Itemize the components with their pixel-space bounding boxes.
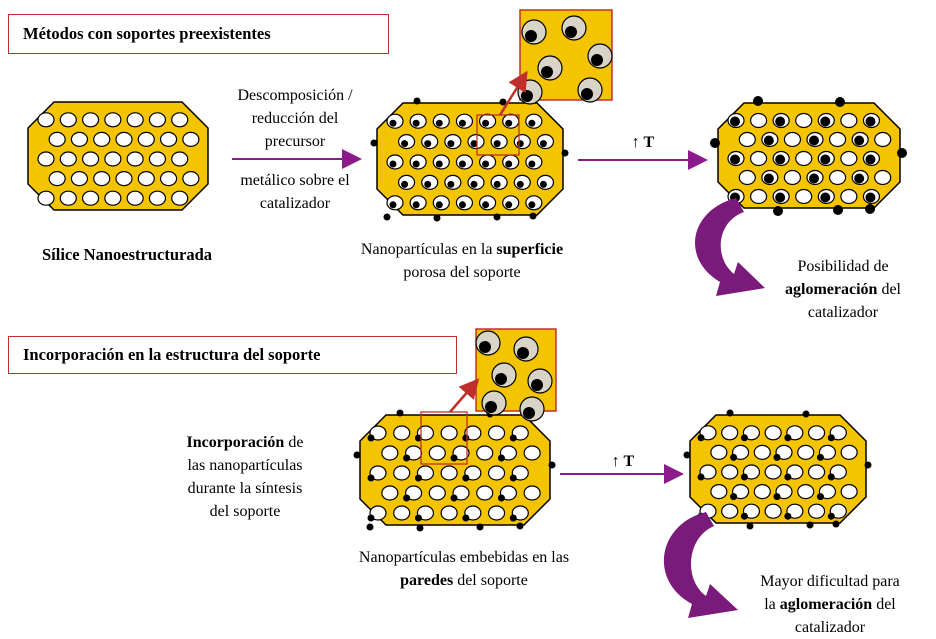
support-label: Sílice Nanoestructurada <box>41 245 213 264</box>
particles-embedded-label: Nanopartículas embebidas en las paredes … <box>308 546 620 592</box>
arrow1-label-line4: metálico sobre el <box>240 172 350 189</box>
silica-block-empty <box>27 101 209 211</box>
result2-bold: aglomeración <box>779 596 873 613</box>
zoom-inset-1 <box>517 9 613 105</box>
arrow1-label-bottom: metálico sobre el catalizador <box>215 169 375 215</box>
result2-line3: catalizador <box>794 619 866 636</box>
incorporation-line4: del soporte <box>209 503 281 520</box>
particles-label-line2: porosa del soporte <box>403 264 521 281</box>
curved-arrow-1 <box>695 198 765 296</box>
particles-label-pre: Nanopartículas en la <box>360 241 497 258</box>
temp-label-1: ↑ T <box>631 134 655 151</box>
embedded-post: del soporte <box>453 572 528 589</box>
result2-pre: la <box>764 596 780 613</box>
silica-block-embedded-heated <box>683 409 872 530</box>
result1-post: del <box>877 281 901 298</box>
result2-line1: Mayor dificultad para <box>760 573 900 590</box>
arrow1-label-line1: Descomposición / <box>237 87 353 104</box>
incorporation-bold: Incorporación <box>186 434 285 451</box>
section2-title: Incorporación en la estructura del sopor… <box>8 336 457 374</box>
particles-surface-label: Nanopartículas en la superficie porosa d… <box>322 238 602 284</box>
agglomeration-label-2: Mayor dificultad para la aglomeración de… <box>730 570 930 639</box>
silica-block-agglomerated <box>710 96 907 216</box>
arrow1-label-line5: catalizador <box>259 195 331 212</box>
embedded-bold: paredes <box>400 572 454 589</box>
result1-line3: catalizador <box>807 304 879 321</box>
zoom-arrow-2 <box>449 378 480 413</box>
temp-label-2: ↑ T <box>611 453 635 470</box>
curved-arrow-2 <box>663 512 738 618</box>
incorporation-line2: las nanopartículas <box>187 457 303 474</box>
incorporation-line3: durante la síntesis <box>187 480 303 497</box>
agglomeration-label-1: Posibilidad de aglomeración del cataliza… <box>758 255 928 324</box>
incorporation-label: Incorporación de las nanopartículas dura… <box>150 431 340 523</box>
zoom-region-1 <box>476 114 520 156</box>
particles-label-bold: superficie <box>496 241 564 258</box>
result1-bold: aglomeración <box>785 281 878 298</box>
incorporation-post: de <box>284 434 304 451</box>
result2-post: del <box>872 596 896 613</box>
silica-block-embedded <box>353 409 556 532</box>
embedded-line1: Nanopartículas embebidas en las <box>358 549 570 566</box>
result1-line1: Posibilidad de <box>797 258 889 275</box>
arrow1-label-top: Descomposición / reducción del precursor <box>205 84 385 153</box>
section1-title: Métodos con soportes preexistentes <box>8 14 389 54</box>
arrow1-label-line2: reducción del <box>251 110 339 127</box>
arrow1-label-line3: precursor <box>264 133 326 150</box>
zoom-region-2 <box>420 411 468 465</box>
zoom-arrow-1 <box>498 70 528 116</box>
zoom-inset-2 <box>475 328 557 422</box>
silica-block-surface <box>370 97 569 222</box>
